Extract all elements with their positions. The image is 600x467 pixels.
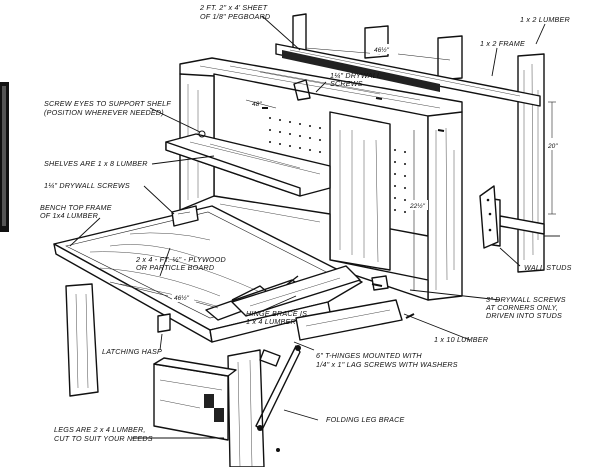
label-hinge-brace-line2: 1 x 4 LUMBER (246, 317, 296, 326)
label-legs-line2: CUT TO SUIT YOUR NEEDS (54, 434, 153, 443)
label-drywall-3-line1: 3" DRYWALL SCREWS (486, 295, 566, 304)
dim-48-label: 48" (252, 101, 262, 108)
dimension-20: 20" (547, 101, 558, 215)
label-drywall-3-line2: AT CORNERS ONLY, (485, 303, 558, 312)
label-t-hinges-line2: 1/4" x 1" LAG SCREWS WITH WASHERS (316, 360, 458, 369)
right-bracket (479, 185, 499, 249)
label-drywall-top-line2: SCREWS (330, 79, 363, 88)
label-1x10-lumber: 1 x 10 LUMBER (434, 335, 488, 344)
label-shelves: SHELVES ARE 1 x 8 LUMBER (44, 159, 148, 168)
shelf-cabinet (165, 50, 463, 301)
dimension-48: 48" (245, 99, 277, 109)
hinge-brace (231, 265, 403, 341)
label-wall-studs: WALL STUDS (524, 263, 572, 272)
label-drywall-3-line3: DRIVEN INTO STUDS (486, 311, 562, 320)
label-plywood-line2: OR PARTICLE BOARD (136, 263, 214, 272)
latching-hasp (157, 313, 171, 333)
label-plywood-line1: 2 x 4 - FT. ½" - PLYWOOD (135, 255, 226, 264)
callout-labels: 2 FT. 2" x 4' SHEET OF 1/8" PEGBOARD 1 x… (40, 3, 572, 443)
label-drywall-left: 1¼" DRYWALL SCREWS (44, 181, 130, 190)
dimension-46-bench: 46½" (109, 281, 219, 309)
dimension-46-top: 46½" (305, 44, 451, 61)
label-1x2-lumber: 1 x 2 LUMBER (520, 15, 570, 24)
dim-20-label: 20" (547, 143, 558, 150)
label-1x2-frame: 1 x 2 FRAME (480, 39, 525, 48)
label-screw-eyes-line2: (POSITION WHEREVER NEEDED) (44, 108, 164, 117)
label-bench-frame-line1: BENCH TOP FRAME (40, 203, 112, 212)
leg-cross-board (153, 357, 237, 441)
leg-left (65, 283, 99, 397)
label-t-hinges-line1: 6" T-HINGES MOUNTED WITH (316, 351, 422, 360)
dim-46-bench-label: 46½" (174, 294, 190, 302)
wall-studs (275, 13, 560, 273)
label-drywall-top-line1: 1¼" DRYWALL (330, 71, 381, 80)
label-latching-hasp: LATCHING HASP (102, 347, 162, 356)
loose-screws (276, 283, 415, 452)
label-pegboard-line2: OF 1/8" PEGBOARD (200, 12, 270, 21)
folding-leg-brace (255, 345, 301, 431)
label-folding-leg-brace: FOLDING LEG BRACE (326, 415, 405, 424)
dimension-22: 22½" (408, 130, 428, 290)
dim-46-top-label: 46½" (374, 46, 390, 54)
leader-lines (69, 15, 546, 439)
leg-right (227, 349, 265, 467)
left-edge-strip (0, 82, 9, 232)
label-bench-frame-line2: OF 1x4 LUMBER (40, 211, 98, 220)
dim-22-label: 22½" (409, 202, 426, 210)
label-hinge-brace-line1: HINGE BRACE IS (246, 309, 307, 318)
label-screw-eyes-line1: SCREW EYES TO SUPPORT SHELF (44, 99, 171, 108)
label-pegboard-line1: 2 FT. 2" x 4' SHEET (199, 3, 268, 12)
label-legs-line1: LEGS ARE 2 x 4 LUMBER, (54, 425, 146, 434)
